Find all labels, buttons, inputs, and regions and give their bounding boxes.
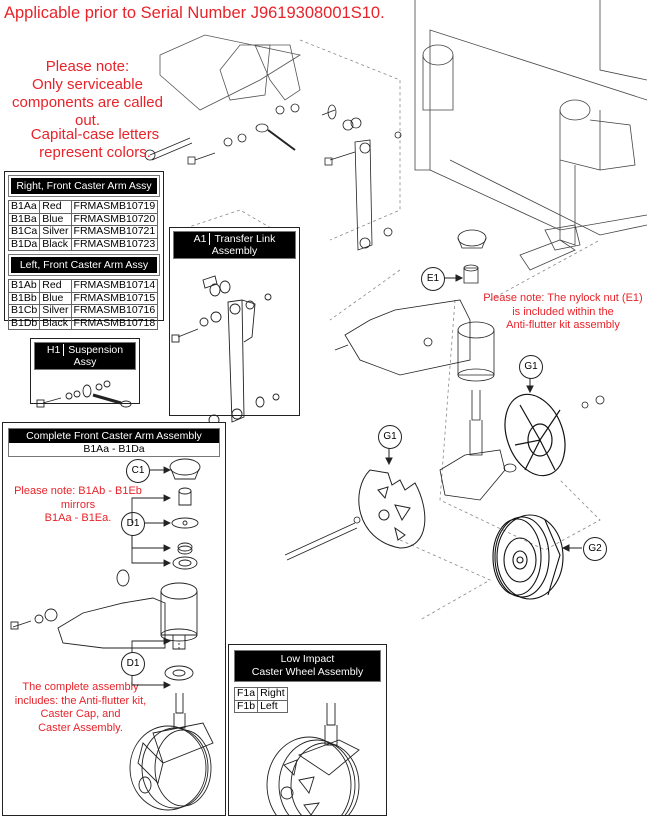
serviceable-note-line-3: components are called out. <box>12 94 163 129</box>
colors-note-line-2: represent colors. <box>39 144 151 161</box>
cell-code: B1Bb <box>7 291 41 305</box>
caster-wheel-title-line-2: Caster Wheel Assembly <box>251 666 364 678</box>
right-arm-table-title: Right, Front Caster Arm Assy <box>11 178 157 194</box>
complete-note-line-4: Caster Assembly. <box>38 721 123 734</box>
cell-part: FRMASMB10721 <box>70 225 159 239</box>
suspension-assy-header: H1 Suspension Assy <box>34 342 136 370</box>
cell-part: FRMASMB10714 <box>70 279 159 293</box>
nylock-note-line-2: is included within the <box>512 305 614 318</box>
callout-d1-upper: D1 <box>121 512 145 536</box>
cell-part: FRMASMB10720 <box>70 212 159 226</box>
hubcap-left <box>358 469 426 549</box>
cell-color: Silver <box>39 304 72 318</box>
callout-e1: E1 <box>421 267 445 291</box>
complete-note-line-3: Caster Cap, and <box>40 708 121 720</box>
complete-note-line-1: The complete assembly <box>22 681 139 693</box>
cell-code: F1a <box>233 687 259 701</box>
caster-wheel <box>492 514 564 600</box>
applicability-note: Applicable prior to Serial Number J96193… <box>4 4 385 22</box>
suspension-assy-drawing <box>36 380 132 408</box>
cell-code: B1Aa <box>7 200 41 214</box>
callout-g2: G2 <box>583 537 607 561</box>
caster-wheel-title: Low Impact Caster Wheel Assembly <box>235 651 380 681</box>
transfer-link-code: A1 <box>193 233 207 245</box>
mirror-note-line-2: mirrors <box>60 498 96 511</box>
cell-side: Left <box>257 699 288 713</box>
callout-g1-left: G1 <box>378 425 402 449</box>
cell-part: FRMASMB10718 <box>70 316 159 330</box>
cell-code: B1Da <box>7 237 41 251</box>
cell-part: FRMASMB10723 <box>70 237 159 251</box>
serviceable-note-line-1: Please note: <box>45 58 130 75</box>
hardware <box>144 103 605 561</box>
nylock-note-line-1: Please note: The nylock nut (E1) <box>483 292 643 304</box>
left-arm-table-title: Left, Front Caster Arm Assy <box>11 257 157 273</box>
caster-wheel-title-line-1: Low Impact <box>280 653 335 665</box>
cell-part: FRMASMB10715 <box>70 291 159 305</box>
transfer-link-header: A1 Transfer Link Assembly <box>173 231 296 259</box>
mounting-plate <box>159 34 302 111</box>
transfer-link-title: Transfer Link Assembly <box>209 233 276 257</box>
cell-color: Blue <box>39 212 72 226</box>
cell-part: FRMASMB10719 <box>70 200 159 214</box>
cell-color: Black <box>39 237 72 251</box>
cell-color: Red <box>39 200 72 214</box>
transfer-link-assy-box: A1 Transfer Link Assembly <box>169 227 300 426</box>
complete-arm-drawing <box>10 458 214 811</box>
cell-code: B1Db <box>7 316 41 330</box>
hubcap-right <box>504 393 566 477</box>
suspension-assy-box: H1 Suspension Assy <box>30 338 140 408</box>
suspension-title: Suspension Assy <box>63 344 124 368</box>
complete-note-line-2: includes: the Anti-flutter kit, <box>14 694 147 707</box>
serviceable-note-line-2: Only serviceable <box>32 76 143 93</box>
cell-color: Silver <box>39 225 72 239</box>
main-frame <box>414 0 647 271</box>
cell-code: B1Ab <box>7 279 41 293</box>
mirror-note-line-3: B1Aa - B1Ea. <box>44 512 112 524</box>
suspension-code: H1 <box>46 344 61 356</box>
complete-arm-range: B1Aa - B1Da <box>83 443 145 455</box>
cell-code: F1b <box>233 699 259 713</box>
cell-color: Black <box>39 316 72 330</box>
cell-code: B1Cb <box>7 304 41 318</box>
callout-c1: C1 <box>126 459 150 483</box>
cell-code: B1Ca <box>7 225 41 239</box>
callout-d1-lower: D1 <box>121 652 145 676</box>
cell-part: FRMASMB10716 <box>70 304 159 318</box>
nylock-note-line-3: Anti-flutter kit assembly <box>506 319 620 331</box>
cell-color: Red <box>39 279 72 293</box>
complete-arm-title: Complete Front Caster Arm Assembly <box>9 429 219 443</box>
colors-note-line-1: Capital-case letters <box>30 126 160 143</box>
caster-wheel-drawing <box>266 703 360 815</box>
cell-code: B1Ba <box>7 212 41 226</box>
cell-color: Blue <box>39 291 72 305</box>
complete-caster-arm-assy-box: Complete Front Caster Arm Assembly B1Aa … <box>2 422 226 816</box>
transfer-link-drawing <box>171 275 280 426</box>
callout-g1-right: G1 <box>519 355 543 379</box>
mirror-note-line-1: Please note: B1Ab - B1Eb <box>14 485 142 497</box>
